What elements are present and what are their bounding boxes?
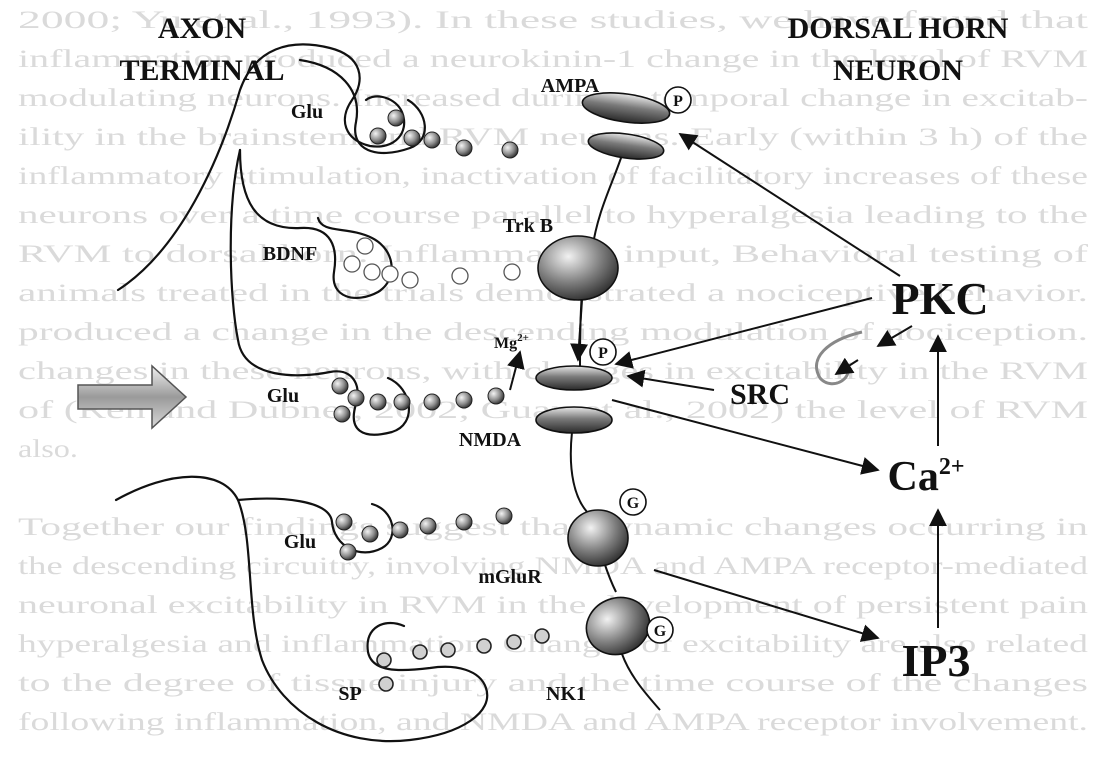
vesicle — [344, 256, 360, 272]
label-ip3: IP3 — [902, 635, 971, 686]
vesicle — [496, 508, 512, 524]
label-pkc: PKC — [891, 273, 988, 324]
vesicle — [357, 238, 373, 254]
vesicle — [362, 526, 378, 542]
vesicle — [413, 645, 427, 659]
vesicle — [340, 544, 356, 560]
vesicle — [348, 390, 364, 406]
vesicle — [392, 522, 408, 538]
phospho-p-ampa: P — [673, 93, 683, 110]
vesicle — [507, 635, 521, 649]
phospho-p-nmda: P — [598, 345, 608, 362]
label-nmda: NMDA — [459, 429, 522, 451]
vesicle — [336, 514, 352, 530]
g-protein-badge-mglur: G — [620, 489, 646, 515]
vesicle — [488, 388, 504, 404]
header-terminal: TERMINAL — [119, 54, 284, 87]
vesicle — [394, 394, 410, 410]
vesicle — [382, 266, 398, 282]
vesicle — [502, 142, 518, 158]
vesicle — [402, 272, 418, 288]
label-mglur: mGluR — [478, 566, 542, 588]
vesicle — [420, 518, 436, 534]
phospho-badge-nmda: P — [590, 339, 616, 365]
label-glu-mid: Glu — [267, 385, 299, 407]
vesicle — [456, 140, 472, 156]
g-protein-mglur: G — [627, 495, 640, 512]
vesicle — [404, 130, 420, 146]
label-mg-symbol: Mg — [494, 335, 517, 352]
vesicle — [364, 264, 380, 280]
vesicle — [332, 378, 348, 394]
vesicle — [477, 639, 491, 653]
label-src: SRC — [730, 378, 790, 411]
vesicle — [388, 110, 404, 126]
mglur-receptor — [568, 510, 628, 566]
header-neuron: NEURON — [833, 54, 963, 87]
phospho-badge-ampa: P — [665, 87, 691, 113]
label-glu-top: Glu — [291, 101, 323, 123]
vesicle — [424, 132, 440, 148]
bleed-through-line: neuronal excitability in RVM in the deve… — [18, 592, 1089, 619]
header-axon: AXON — [158, 12, 247, 45]
bleed-through-line: Together our findings suggest that dynam… — [18, 514, 1089, 541]
trkb-receptor — [538, 236, 618, 300]
vesicle — [441, 643, 455, 657]
label-mg: Mg2+ — [494, 332, 529, 352]
label-trkb: Trk B — [503, 215, 553, 237]
vesicle — [452, 268, 468, 284]
label-ca-symbol: Ca — [887, 454, 938, 500]
label-ampa: AMPA — [541, 75, 600, 97]
vesicle — [456, 392, 472, 408]
vesicle — [424, 394, 440, 410]
header-dorsal-horn: DORSAL HORN — [788, 12, 1009, 45]
label-sp: SP — [338, 683, 361, 705]
nmda-subunit-upper — [536, 366, 612, 390]
bleed-through-line: inflammatory stimulation, inactivation o… — [18, 163, 1088, 190]
label-ca-charge: 2+ — [939, 454, 965, 480]
label-nk1: NK1 — [546, 683, 586, 705]
vesicle — [377, 653, 391, 667]
bleed-through-line: the descending circuitry, involving NMDA… — [18, 553, 1089, 580]
label-ca: Ca2+ — [887, 454, 964, 500]
g-protein-badge-nk1: G — [647, 617, 673, 643]
vesicle — [456, 514, 472, 530]
vesicle — [370, 394, 386, 410]
vesicle — [535, 629, 549, 643]
label-glu-low: Glu — [284, 531, 316, 553]
bleed-through-line: ility in the brainstem and RVM neurons. … — [18, 124, 1088, 151]
vesicle — [334, 406, 350, 422]
vesicle — [370, 128, 386, 144]
label-bdnf: BDNF — [263, 243, 317, 265]
nmda-subunit-lower — [536, 407, 612, 433]
bleed-through-line: also. — [18, 436, 78, 463]
vesicle — [379, 677, 393, 691]
bleed-through-line: following inflammation, and NMDA and AMP… — [18, 709, 1088, 736]
g-protein-nk1: G — [654, 623, 667, 640]
vesicle — [504, 264, 520, 280]
label-mg-charge: 2+ — [517, 332, 529, 344]
